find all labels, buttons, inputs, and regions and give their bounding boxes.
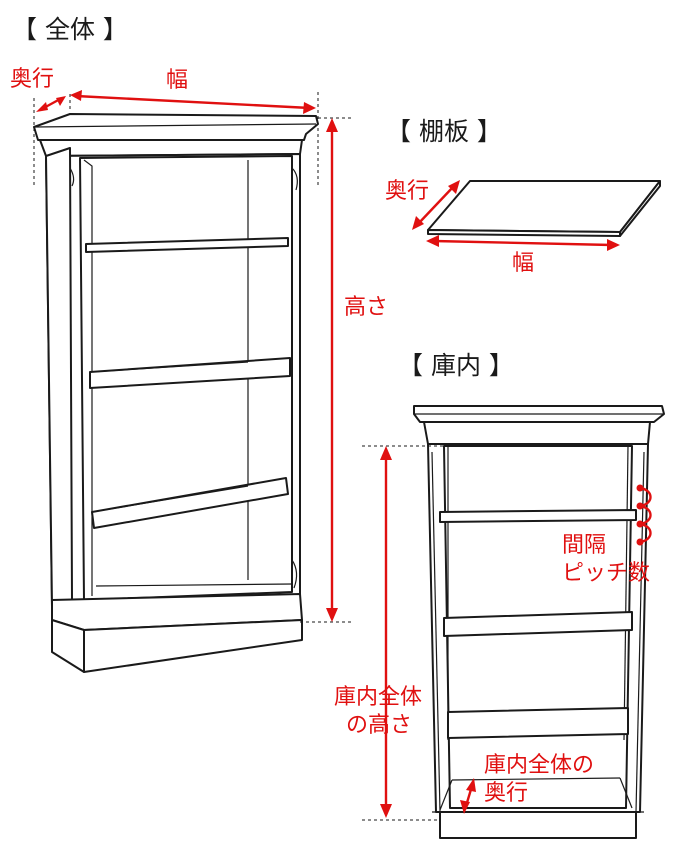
overall-width-label: 幅 <box>166 68 188 93</box>
section-title-shelf: 【 棚板 】 <box>386 117 502 146</box>
shelf-width-label: 幅 <box>512 251 534 276</box>
overall-height-label: 高さ <box>344 295 388 320</box>
shelf-depth-arrow <box>412 180 460 230</box>
interior-depth-label-line1: 庫内全体の <box>484 753 594 778</box>
interior-depth-arrow <box>460 778 476 814</box>
interior-depth-label-line2: 奥行 <box>484 781 528 806</box>
bookcase-overall-drawing <box>33 113 319 673</box>
shelf-board-drawing <box>427 180 661 237</box>
shelf-width-arrow <box>426 235 620 251</box>
interior-height-label-line2: の高さ <box>346 713 412 738</box>
pitch-markers <box>636 484 652 546</box>
section-title-overall: 【 全体 】 <box>12 15 128 44</box>
overall-height-arrow <box>326 118 338 622</box>
interior-height-arrow <box>380 446 392 818</box>
shelf-depth-label: 奥行 <box>385 179 429 204</box>
interior-height-label-line1: 庫内全体 <box>334 685 422 710</box>
overall-depth-arrow <box>36 96 66 112</box>
overall-width-arrow <box>70 90 316 114</box>
section-title-interior: 【 庫内 】 <box>398 351 514 380</box>
pitch-label-line1: 間隔 <box>562 533 606 558</box>
overall-depth-label: 奥行 <box>10 67 54 92</box>
pitch-label-line2: ピッチ数 <box>562 561 650 586</box>
bookcase-interior-drawing <box>413 405 665 839</box>
